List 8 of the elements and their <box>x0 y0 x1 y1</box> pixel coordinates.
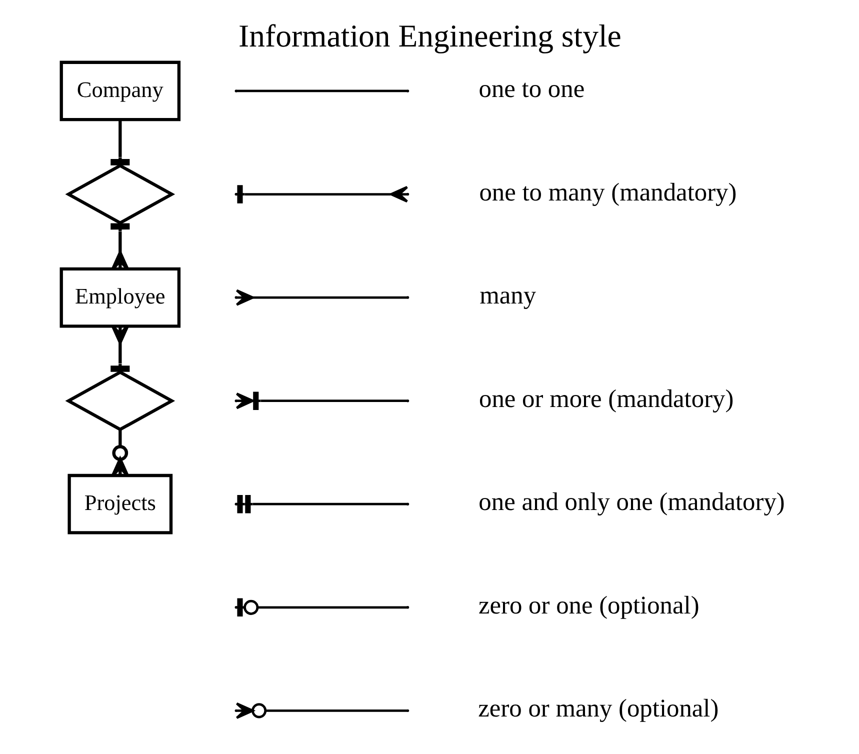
legend-label: one to many (mandatory) <box>478 178 736 206</box>
diagram-title: Information Engineering style <box>238 18 621 54</box>
legend-label: zero or one (optional) <box>478 591 699 620</box>
legend-label: one and only one (mandatory) <box>478 488 784 516</box>
legend-label: zero or many (optional) <box>478 694 718 723</box>
legend-label: one to one <box>478 75 584 104</box>
legend-label: many <box>479 282 536 310</box>
legend-label: one or more (mandatory) <box>478 384 734 413</box>
